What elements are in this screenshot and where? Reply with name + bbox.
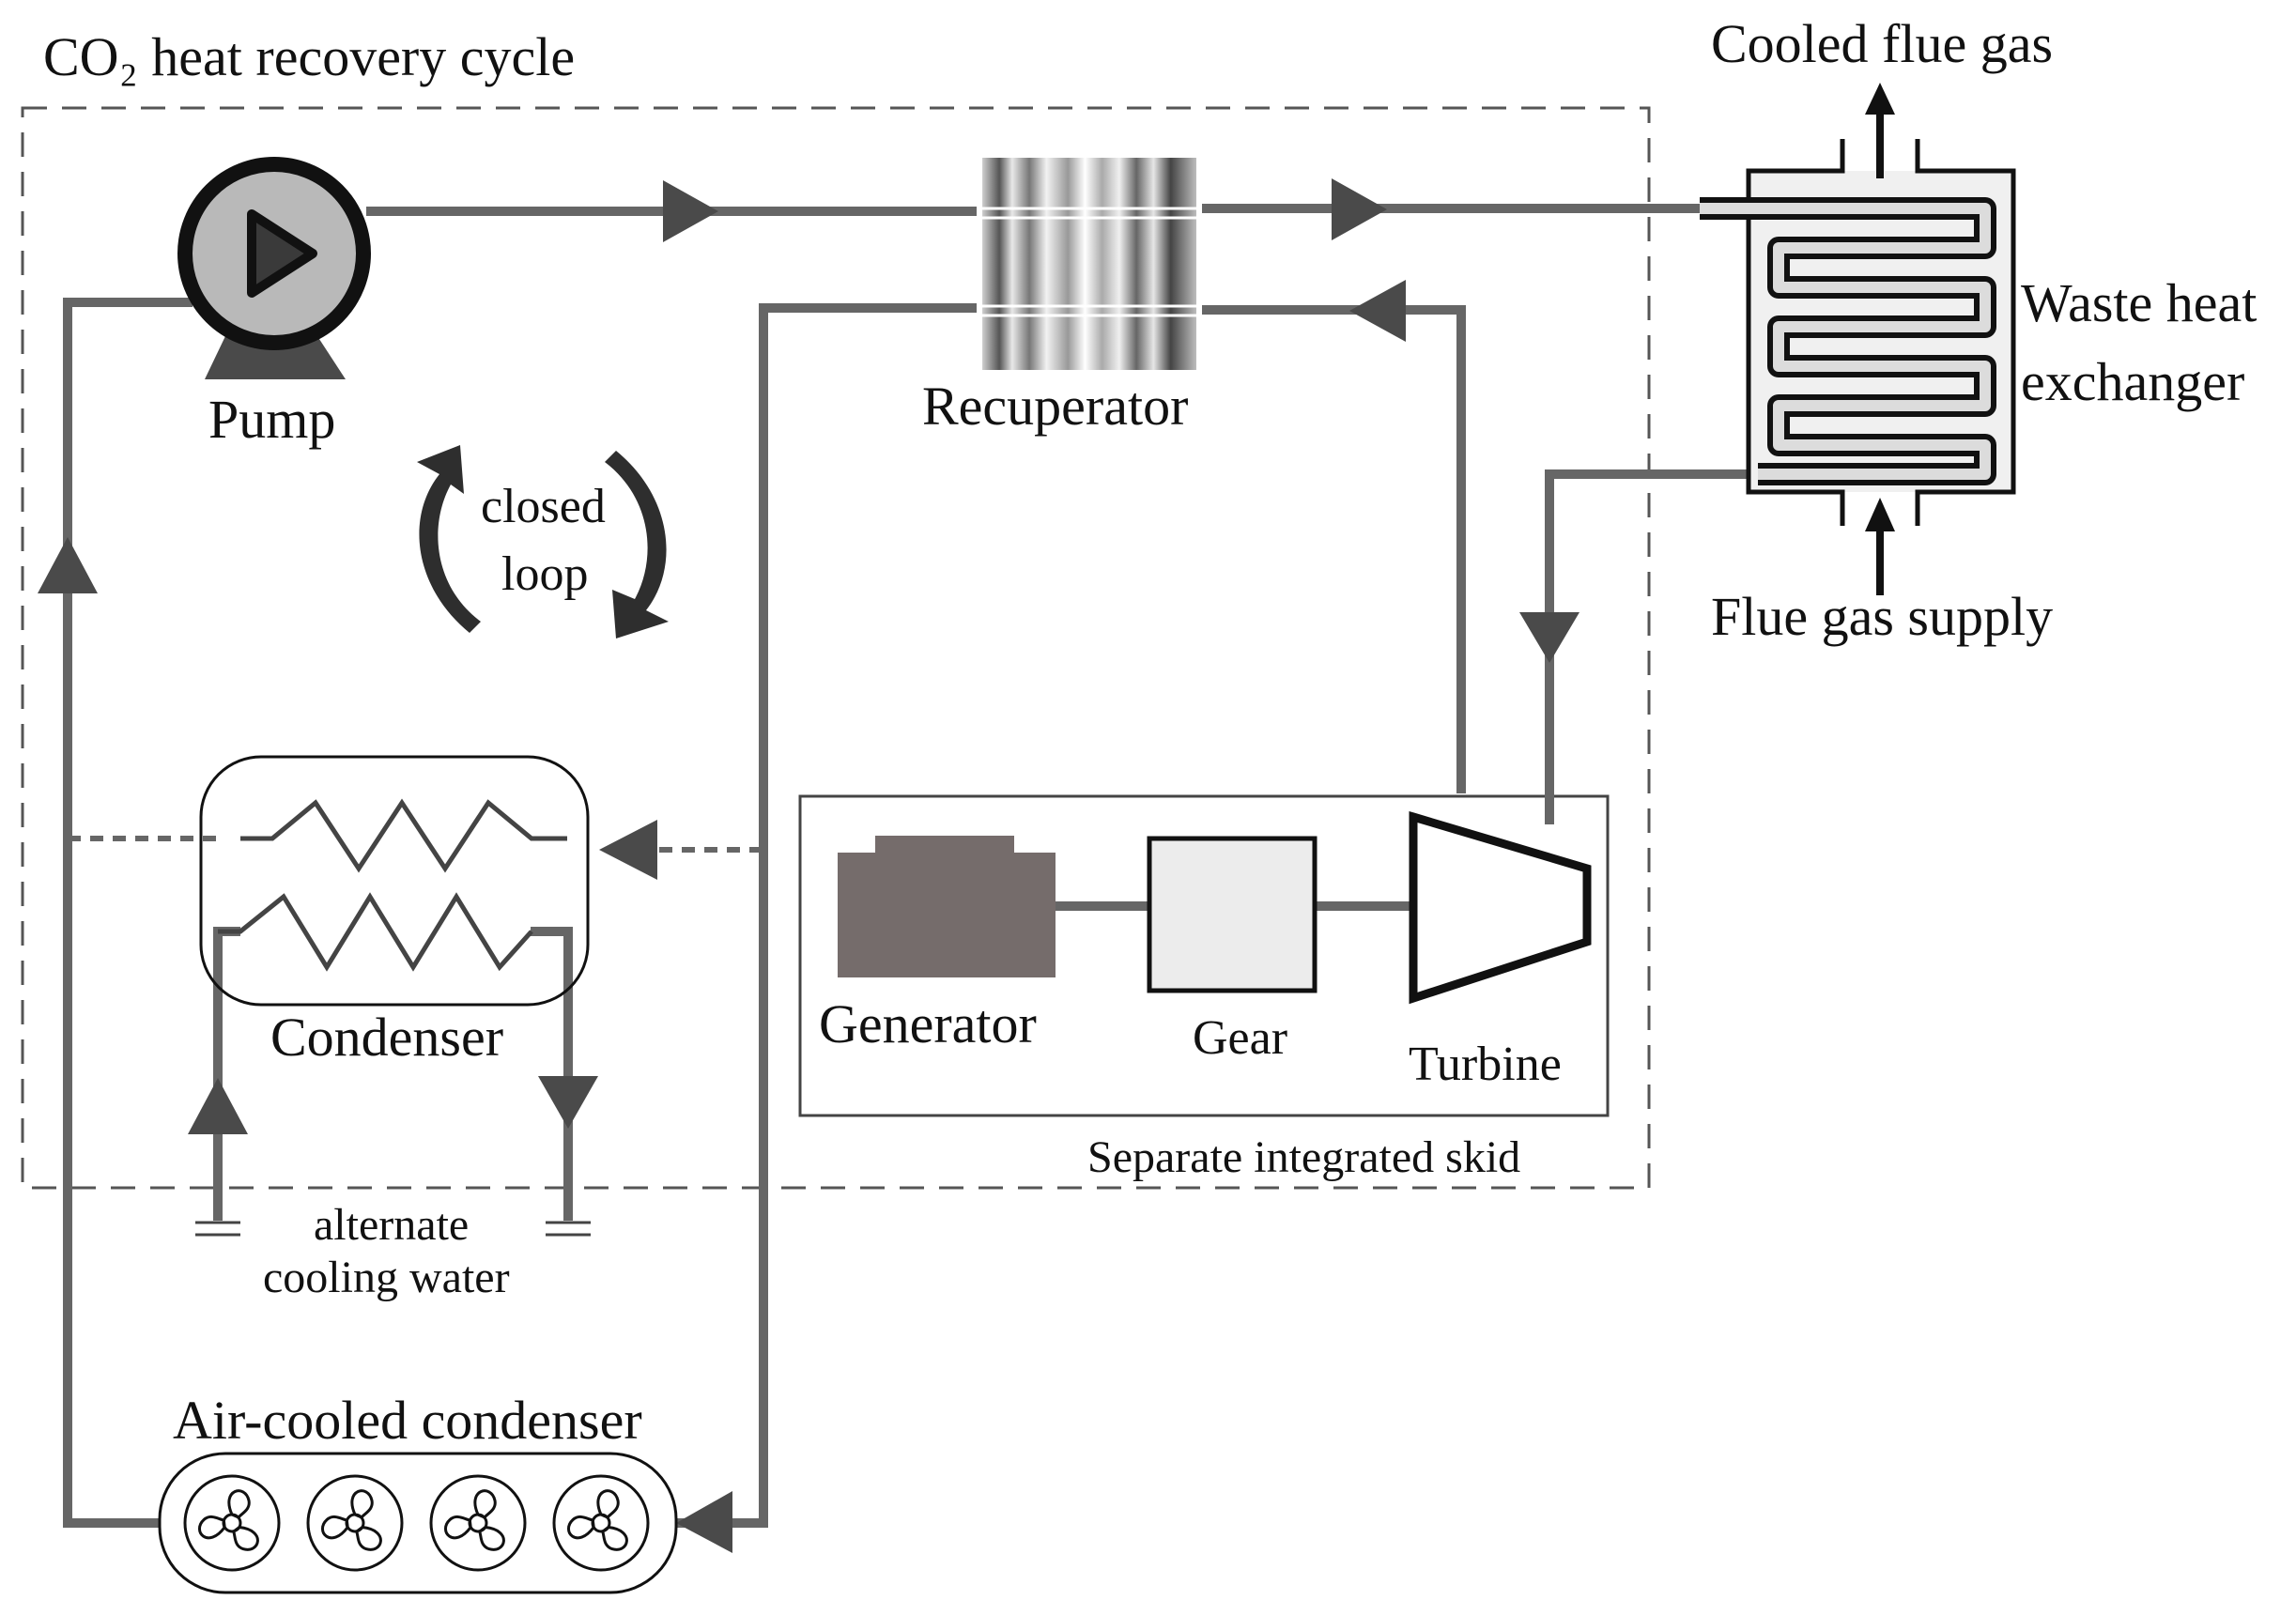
exchanger-shell-outline (1746, 139, 1845, 526)
arrow-right-1 (663, 180, 718, 242)
closed-loop-arrows (417, 445, 669, 638)
pump-base (205, 336, 346, 379)
turbine-shape (1409, 810, 1592, 1005)
recuperator-label: Recuperator (922, 376, 1188, 437)
cycle-boundary (21, 106, 1651, 1190)
flue-gas-supply-label: Flue gas supply (1711, 586, 2053, 647)
generator (838, 836, 1056, 977)
fan-icon (183, 1474, 281, 1572)
air-cooled-condenser-box (158, 1452, 678, 1594)
turbine-label: Turbine (1409, 1038, 1562, 1091)
recuperator (982, 158, 1196, 370)
condenser-cold-in-pipe (213, 927, 240, 1221)
cycle-title: CO₂ heat recovery cycle (43, 26, 575, 87)
air-cooled-condenser (158, 1452, 678, 1594)
fan-icon (429, 1474, 527, 1572)
flow-arrows (38, 178, 1579, 1553)
air-cooled-condenser-label: Air-cooled condenser (173, 1390, 642, 1451)
generator-body (838, 853, 1056, 977)
arrow-left-aircooler (676, 1491, 732, 1553)
cooling-water-taps (195, 1221, 591, 1237)
arrow-up-left-leg (38, 537, 98, 593)
pump (177, 157, 371, 379)
exchanger-to-turbine-pipe (1545, 469, 1758, 824)
fan-icon (552, 1474, 650, 1572)
condenser-box (199, 755, 590, 1007)
arrow-down-to-turbine (1519, 612, 1579, 663)
exchanger-shell-outline-right (1915, 139, 2016, 526)
cooled-flue-gas-label: Cooled flue gas (1711, 13, 2053, 74)
closed-loop-arrow-down-icon (605, 451, 669, 638)
arrow-left-recuperator-return (1349, 280, 1406, 342)
pump-label: Pump (208, 389, 335, 450)
closed-loop-label-2: loop (501, 547, 588, 601)
pump-play-icon (247, 209, 317, 298)
waste-heat-exchanger (1700, 83, 2016, 595)
aircooler-to-pump-pipe (63, 298, 193, 1528)
condenser-zigzag-bottom (218, 892, 533, 972)
condenser-zigzag-top (240, 798, 567, 873)
skid-boundary (798, 794, 1610, 1117)
skid-label: Separate integrated skid (1087, 1132, 1520, 1182)
flue-out-arrow-icon (1865, 83, 1895, 115)
arrow-left-condenser (599, 820, 657, 880)
generator-label: Generator (819, 993, 1037, 1054)
waste-heat-label-1: Waste heat (2021, 272, 2257, 333)
recuperator-body (982, 158, 1196, 370)
arrow-down-cooling-out (538, 1076, 598, 1129)
arrow-right-2 (1332, 178, 1387, 240)
arrow-up-cooling-in (188, 1078, 248, 1134)
waste-heat-label-2: exchanger (2021, 351, 2244, 412)
condenser (199, 755, 590, 1007)
closed-loop-label-1: closed (481, 480, 606, 533)
gear-label: Gear (1193, 1011, 1287, 1065)
cooling-water-label-1: alternate (314, 1200, 469, 1250)
turbine-to-recuperator-pipe (1202, 305, 1466, 793)
fan-icon (306, 1474, 404, 1572)
flue-in-arrow-icon (1865, 498, 1895, 531)
cooling-water-label-2: cooling water (263, 1253, 510, 1302)
gear-box (1147, 836, 1318, 993)
condenser-label: Condenser (270, 1007, 503, 1068)
closed-loop-arrow-up-icon (417, 445, 481, 633)
